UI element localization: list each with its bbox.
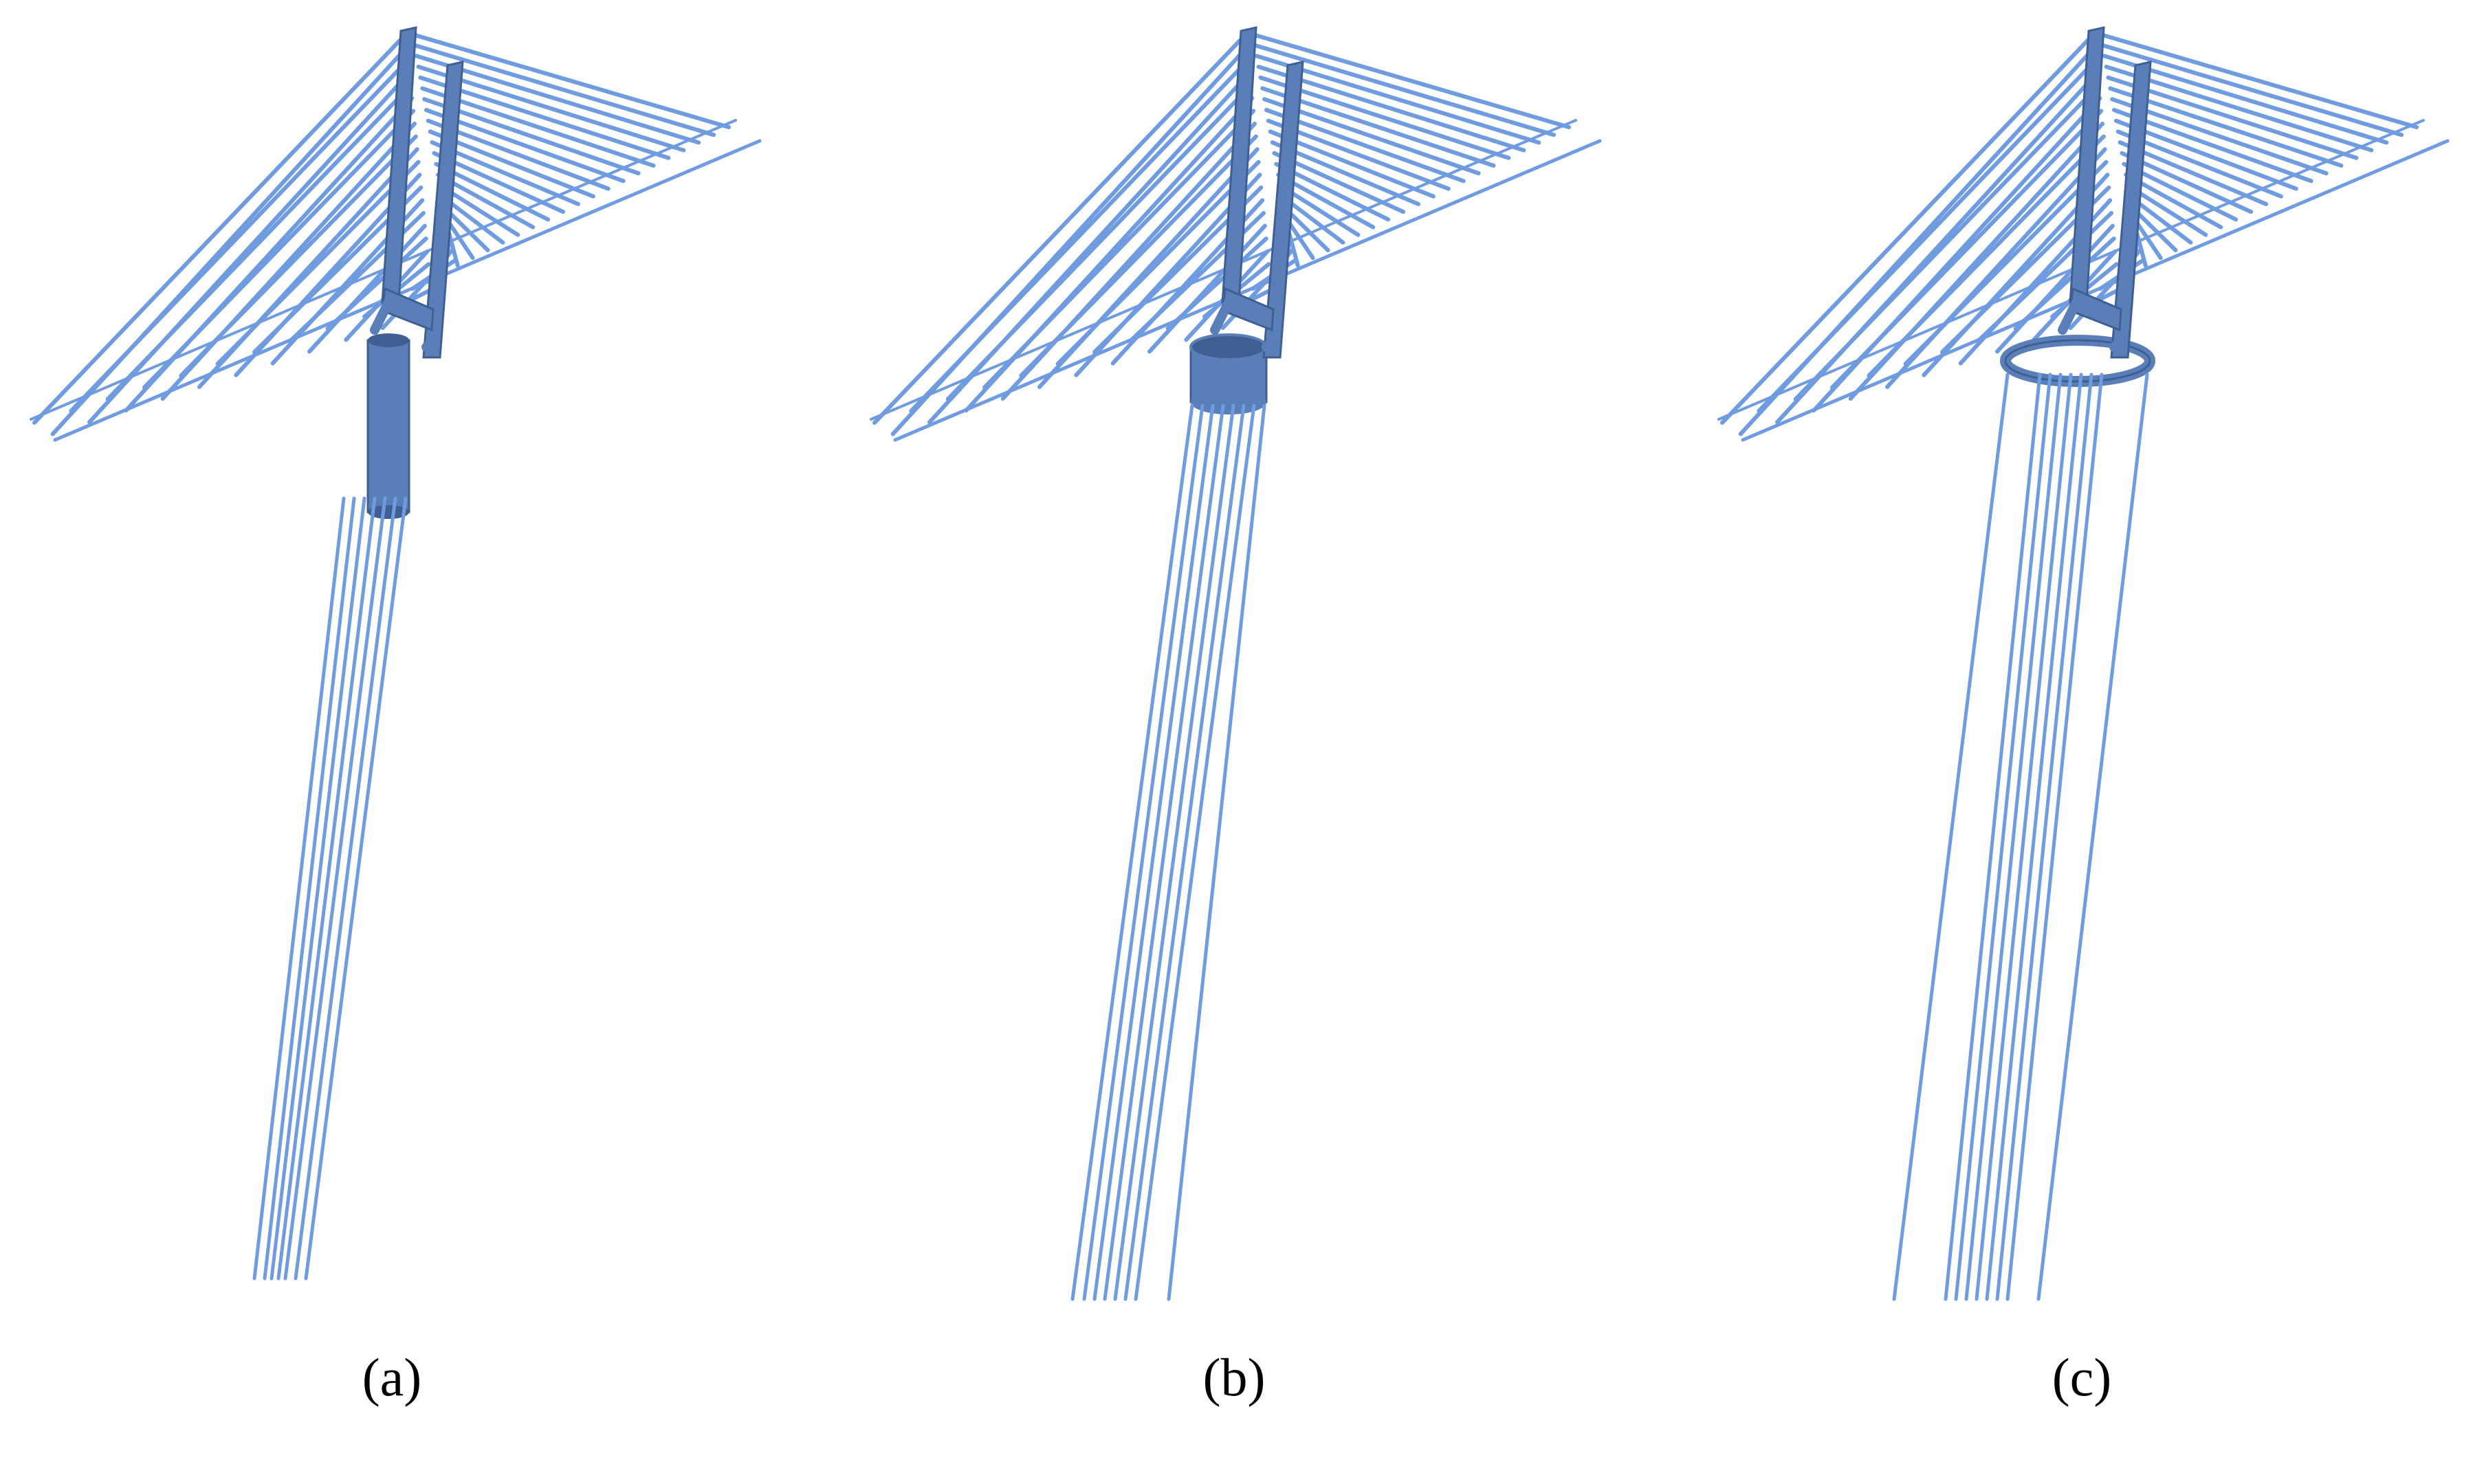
pile (1070, 403, 1194, 1301)
tower-lower-left (2058, 298, 2081, 335)
stay-cable-right (1251, 32, 1571, 129)
stay-cable-right (2104, 65, 2374, 153)
stay-cable-left (1995, 223, 2115, 354)
stay-cable-left (1830, 109, 2104, 390)
pile (304, 496, 408, 1281)
tower-lower-left (1210, 298, 1233, 335)
stay-cable-right (2102, 54, 2389, 145)
stay-cable-right (410, 32, 731, 129)
pile (263, 496, 356, 1281)
stay-cable-left (142, 109, 416, 390)
pile (1092, 403, 1215, 1301)
tower-lower-right (421, 339, 435, 352)
stay-cable-left (982, 109, 1256, 390)
stay-cable-left (1757, 58, 2098, 413)
stay-cable-right (416, 65, 686, 153)
stay-cable-right (2108, 86, 2344, 168)
panel-c-model (1717, 26, 2450, 1301)
panel-b-model (870, 26, 1602, 1301)
tower-leg-right (2110, 60, 2152, 359)
deck-girder (30, 119, 737, 421)
tower-leg-right (1262, 60, 1304, 359)
stay-cable-left (307, 223, 427, 354)
caisson-ring-top (1189, 333, 1268, 361)
pile (1103, 403, 1225, 1301)
stay-cable-right (1256, 65, 1526, 153)
pile (1892, 373, 2010, 1301)
caisson-cylinder (366, 339, 410, 513)
stay-cable-right (2106, 75, 2359, 160)
stay-cable-left (1055, 159, 1261, 366)
deck-girder (870, 119, 1577, 421)
pile (294, 496, 397, 1281)
pile (1985, 373, 2083, 1301)
pile (1082, 403, 1205, 1301)
panel-a-model (30, 26, 762, 1281)
stay-cable-left (1147, 223, 1267, 354)
deck-girder (53, 139, 762, 442)
stay-cable-right (2098, 32, 2419, 129)
stay-cable-left (1165, 236, 1268, 331)
pile (1995, 373, 2093, 1301)
pile (1964, 373, 2063, 1301)
caisson-ring-bottom (1191, 390, 1266, 414)
stay-cable-left (1019, 134, 1258, 378)
pile (1134, 403, 1256, 1301)
pile (1123, 403, 1246, 1301)
stay-cable-left (105, 83, 413, 401)
pile (283, 496, 387, 1281)
stay-cable-right (2100, 43, 2404, 137)
stay-cable-left (1793, 83, 2101, 401)
pile (1167, 403, 1266, 1301)
deck-girder (1741, 139, 2450, 442)
tower-leg-right (422, 60, 464, 359)
caption-a: (a) (362, 1347, 422, 1407)
caisson-bottom (368, 505, 409, 519)
tower-lower-right (1262, 339, 1275, 352)
stay-cable-left (2013, 236, 2116, 331)
tower-lower-left (370, 298, 393, 335)
stay-cable-left (69, 58, 410, 413)
stay-cable-right (1254, 54, 1541, 145)
stay-cable-left (945, 83, 1253, 401)
stay-cable-right (1262, 97, 1481, 176)
stay-cable-left (1720, 32, 2096, 425)
caisson-top (368, 333, 409, 347)
stay-cable-left (1867, 134, 2106, 378)
pile (270, 496, 366, 1281)
pile (1113, 403, 1235, 1301)
stay-cable-right (1258, 75, 1511, 160)
stay-cable-right (412, 43, 716, 137)
stay-cable-right (420, 86, 656, 168)
stay-cable-left (179, 134, 418, 378)
stay-cable-left (325, 236, 428, 331)
caisson-thin-ring-edge (2004, 339, 2151, 383)
stay-cable-left (1903, 159, 2109, 366)
stay-cable-left (215, 159, 421, 366)
deck-girder (893, 139, 1602, 442)
tower-lower-right (2109, 339, 2122, 352)
pile (276, 496, 377, 1281)
caption-b: (b) (1202, 1347, 1266, 1407)
deck-girder (1717, 119, 2425, 421)
stay-cable-right (2110, 97, 2329, 176)
pile (2036, 373, 2149, 1301)
pile (1975, 373, 2073, 1301)
caption-c: (c) (2052, 1347, 2112, 1407)
stay-cable-left (872, 32, 1248, 425)
stay-cable-right (1252, 43, 1557, 137)
stay-cable-left (32, 32, 408, 425)
stay-cable-right (414, 54, 701, 145)
pile (1944, 373, 2042, 1301)
stay-cable-left (909, 58, 1251, 413)
stay-cable-right (422, 97, 641, 176)
pile (1954, 373, 2052, 1301)
stay-cable-right (418, 75, 671, 160)
pile (2005, 373, 2104, 1301)
stay-cable-right (1260, 86, 1496, 168)
pile (252, 496, 346, 1281)
